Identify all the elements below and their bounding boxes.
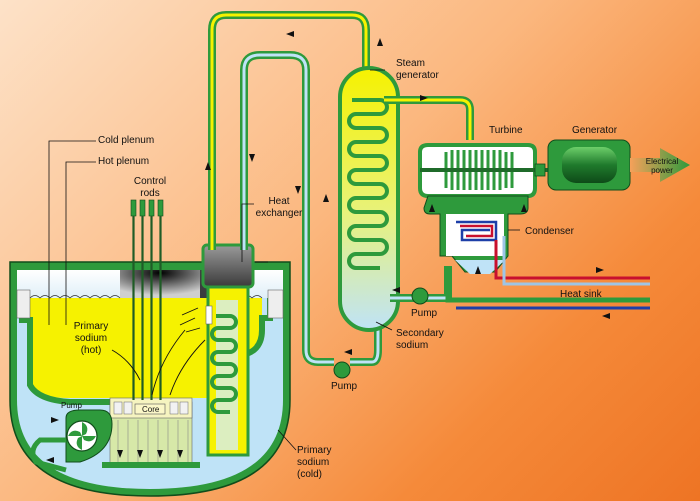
condenser <box>423 195 529 274</box>
steam-generator <box>338 66 400 332</box>
label-condenser: Condenser <box>525 226 574 237</box>
label-primary-sodium-cold: Primary sodium (cold) <box>297 445 332 480</box>
label-control-rods: Control rods <box>133 176 167 199</box>
heat-exchanger <box>201 243 255 457</box>
label-pump-condensate: Pump <box>411 308 438 319</box>
primary-pump <box>30 409 113 473</box>
heat-sink-lines <box>445 236 650 310</box>
label-hot-plenum: Hot plenum <box>98 156 150 167</box>
flow-arrows <box>46 31 610 463</box>
generator <box>547 139 631 191</box>
label-core: Core <box>142 405 160 414</box>
label-heat-exchanger: Heat exchanger <box>255 196 303 219</box>
label-secondary-sodium: Secondary sodium <box>396 328 444 351</box>
label-pump-secondary: Pump <box>331 381 358 392</box>
label-electrical-power: Electrical power <box>645 157 679 175</box>
secondary-loop-piping <box>208 11 382 366</box>
leader-lines <box>48 69 520 451</box>
reactor-core <box>102 397 200 468</box>
condensate-pump <box>411 287 429 305</box>
label-primary-sodium-hot: Primary sodium (hot) <box>73 321 109 356</box>
label-turbine: Turbine <box>489 125 523 136</box>
core-flow-curves <box>111 307 206 396</box>
secondary-pump <box>333 361 351 379</box>
label-pump-primary: Pump <box>61 401 82 410</box>
label-generator: Generator <box>572 125 618 136</box>
electrical-power-arrow <box>630 148 690 182</box>
label-cold-plenum: Cold plenum <box>98 135 155 146</box>
label-heat-sink: Heat sink <box>560 289 602 300</box>
turbine <box>418 143 560 198</box>
label-steam-generator: Steam generator <box>396 58 439 81</box>
